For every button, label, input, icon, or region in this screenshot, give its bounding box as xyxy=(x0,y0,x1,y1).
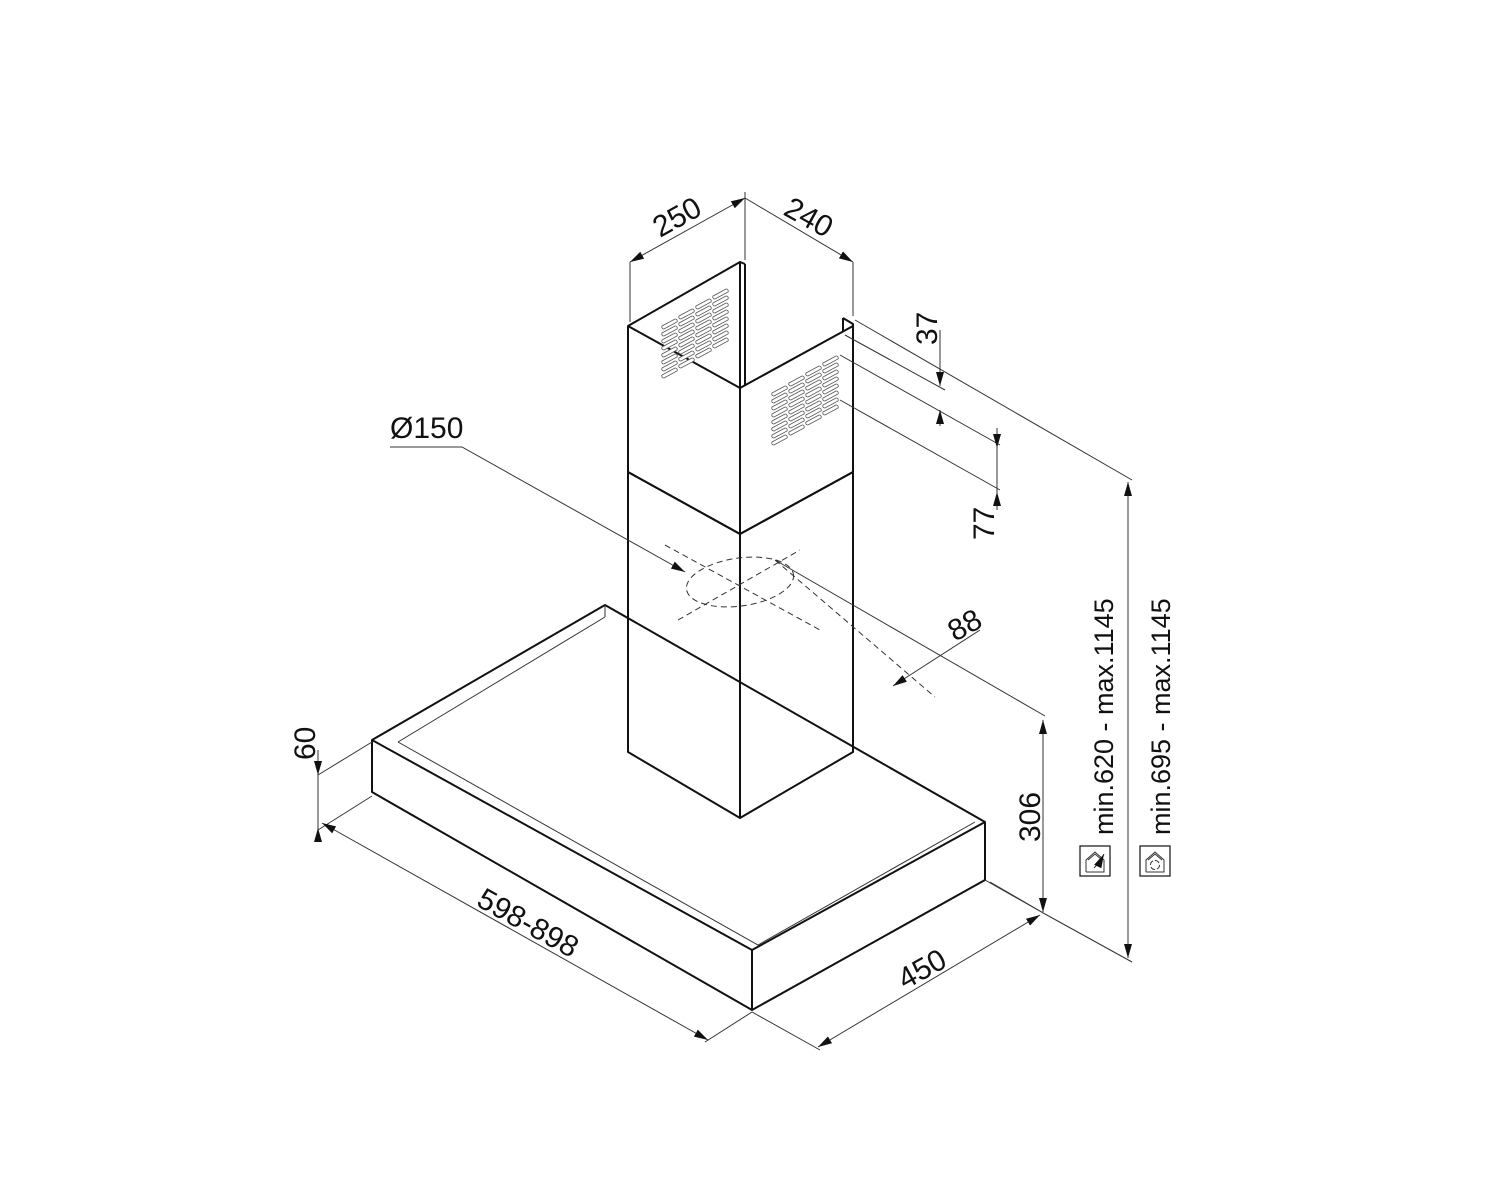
vent-slot xyxy=(822,383,839,395)
vent-slot xyxy=(822,397,839,409)
vent-slot xyxy=(805,407,822,419)
vent-slot xyxy=(788,403,805,415)
house-recirculation-icon xyxy=(1139,845,1171,877)
dim-outlet-offset: 88 xyxy=(942,603,987,648)
dimension-lines xyxy=(314,197,1132,1048)
vent-slots-back xyxy=(661,288,729,379)
vent-slot xyxy=(661,339,678,351)
vent-slot xyxy=(822,369,839,381)
vent-slot xyxy=(661,332,678,344)
vent-slot xyxy=(805,386,822,398)
vent-slot xyxy=(712,323,729,335)
vent-slot xyxy=(788,417,805,429)
vent-slot xyxy=(695,340,712,352)
vent-slot xyxy=(771,434,788,446)
vent-slot xyxy=(771,392,788,404)
vent-slot xyxy=(661,318,678,330)
vent-slot xyxy=(712,316,729,328)
vent-slot xyxy=(661,346,678,358)
vent-slot xyxy=(695,305,712,317)
dim-chimney-depth: 240 xyxy=(779,191,839,244)
vent-slot xyxy=(678,336,695,348)
dim-chimney-width: 250 xyxy=(647,191,707,244)
dim-hood-width: 598-898 xyxy=(472,882,584,964)
vent-slot xyxy=(678,322,695,334)
dim-outlet-diameter: Ø150 xyxy=(390,412,463,445)
dim-hood-depth: 450 xyxy=(892,943,952,996)
chimney xyxy=(627,261,854,819)
vent-slot xyxy=(712,337,729,349)
vent-slot xyxy=(805,372,822,384)
dim-hood-thickness: 60 xyxy=(289,727,322,760)
vent-slot xyxy=(695,319,712,331)
vent-slot xyxy=(712,309,729,321)
vent-slot xyxy=(695,326,712,338)
vent-slot xyxy=(712,302,729,314)
vent-slot xyxy=(712,288,729,300)
vent-slot xyxy=(771,399,788,411)
vent-slot xyxy=(678,315,695,327)
vent-slot xyxy=(678,350,695,362)
vent-slot xyxy=(788,424,805,436)
vent-slot xyxy=(771,427,788,439)
vent-slot xyxy=(661,353,678,365)
vent-slot xyxy=(678,343,695,355)
dim-vent-height: 77 xyxy=(968,507,1001,540)
vent-slot xyxy=(771,406,788,418)
vent-slots-front xyxy=(771,355,839,446)
vent-slot xyxy=(822,376,839,388)
vent-slot xyxy=(771,413,788,425)
vent-slot xyxy=(678,329,695,341)
extension-lines xyxy=(317,192,1133,1051)
vent-slot xyxy=(712,330,729,342)
vent-slot xyxy=(661,367,678,379)
vent-slot xyxy=(822,390,839,402)
vent-slot xyxy=(771,385,788,397)
hood-body xyxy=(371,604,986,1011)
vent-slot xyxy=(788,389,805,401)
outlet-hidden-lines xyxy=(664,544,936,698)
vent-slot xyxy=(805,414,822,426)
vent-slot xyxy=(788,382,805,394)
vent-slot xyxy=(805,365,822,377)
vent-slot xyxy=(695,312,712,324)
vent-slot xyxy=(695,333,712,345)
vent-slot xyxy=(771,420,788,432)
vent-slot xyxy=(805,400,822,412)
house-exhaust-icon xyxy=(1079,845,1111,877)
vent-slot xyxy=(661,360,678,372)
dim-height-recirculating: min.695 - max.1145 xyxy=(1146,598,1176,835)
vent-slot xyxy=(822,404,839,416)
dim-height-ducted: min.620 - max.1145 xyxy=(1089,598,1119,835)
vent-slot xyxy=(788,375,805,387)
vent-slot xyxy=(695,298,712,310)
vent-slot xyxy=(712,295,729,307)
vent-slot xyxy=(788,396,805,408)
vent-slot xyxy=(678,357,695,369)
vent-slot xyxy=(661,325,678,337)
dim-vent-offset: 37 xyxy=(911,312,944,345)
vent-slot xyxy=(805,379,822,391)
vent-slot xyxy=(678,308,695,320)
vent-slot xyxy=(822,355,839,367)
vent-slot xyxy=(788,410,805,422)
vent-slot xyxy=(695,347,712,359)
vent-slot xyxy=(822,362,839,374)
vent-slot xyxy=(805,393,822,405)
dim-body-height: 306 xyxy=(1014,792,1047,842)
